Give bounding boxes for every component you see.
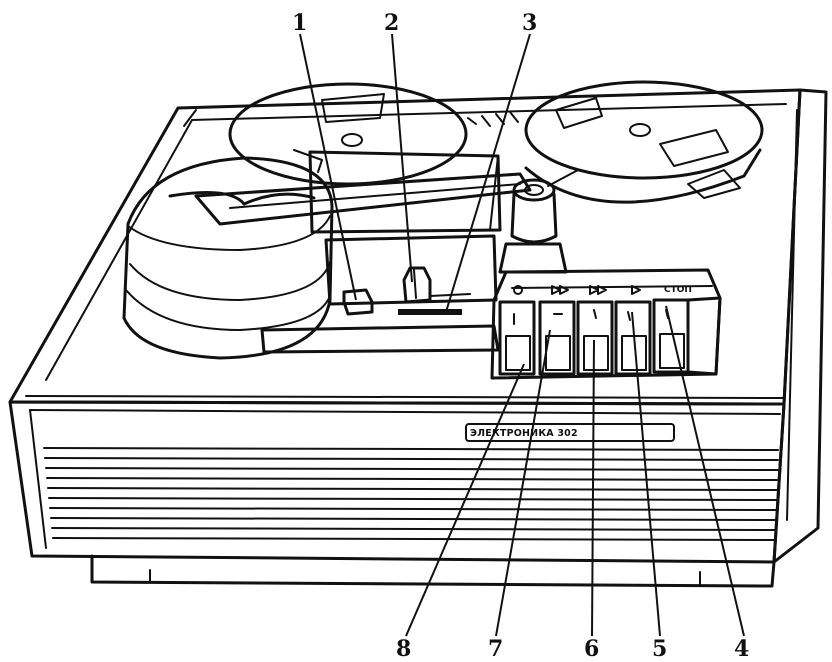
callout-5: 5	[652, 636, 667, 662]
head-block	[260, 150, 502, 354]
right-side-panel	[772, 88, 828, 564]
volume-knob	[402, 266, 432, 304]
callout-1: 1	[292, 10, 307, 36]
fast-forward-symbol-icon	[589, 285, 607, 295]
level-slot	[398, 293, 471, 315]
leader-lines	[299, 33, 745, 637]
callout-3: 3	[522, 10, 537, 36]
left-drum	[122, 156, 334, 360]
key-record	[498, 300, 536, 376]
callout-labels: 1 2 3 4 5 6 7 8	[292, 10, 749, 662]
control-keys: СТОП	[490, 268, 722, 380]
tape-guide-arm	[194, 172, 532, 226]
stop-label: СТОП	[664, 285, 692, 295]
speaker-grille	[43, 447, 779, 541]
callout-8: 8	[396, 636, 411, 662]
key-fast-forward	[576, 300, 614, 376]
nameplate-text: ЭЛЕКТРОНИКА 302	[470, 428, 578, 439]
left-reel	[228, 82, 519, 186]
front-panel	[8, 395, 786, 564]
callout-6: 6	[584, 636, 599, 662]
mode-switch	[342, 288, 374, 316]
play-symbol-icon	[631, 285, 641, 295]
record-symbol-icon	[513, 285, 523, 295]
key-stop	[652, 298, 690, 374]
rewind-symbol-icon	[551, 285, 569, 295]
callout-2: 2	[384, 10, 399, 36]
base-plinth	[90, 554, 776, 588]
callout-7: 7	[488, 636, 503, 662]
nameplate: ЭЛЕКТРОНИКА 302	[465, 423, 675, 442]
callout-4: 4	[734, 636, 749, 662]
right-reel	[524, 80, 764, 204]
